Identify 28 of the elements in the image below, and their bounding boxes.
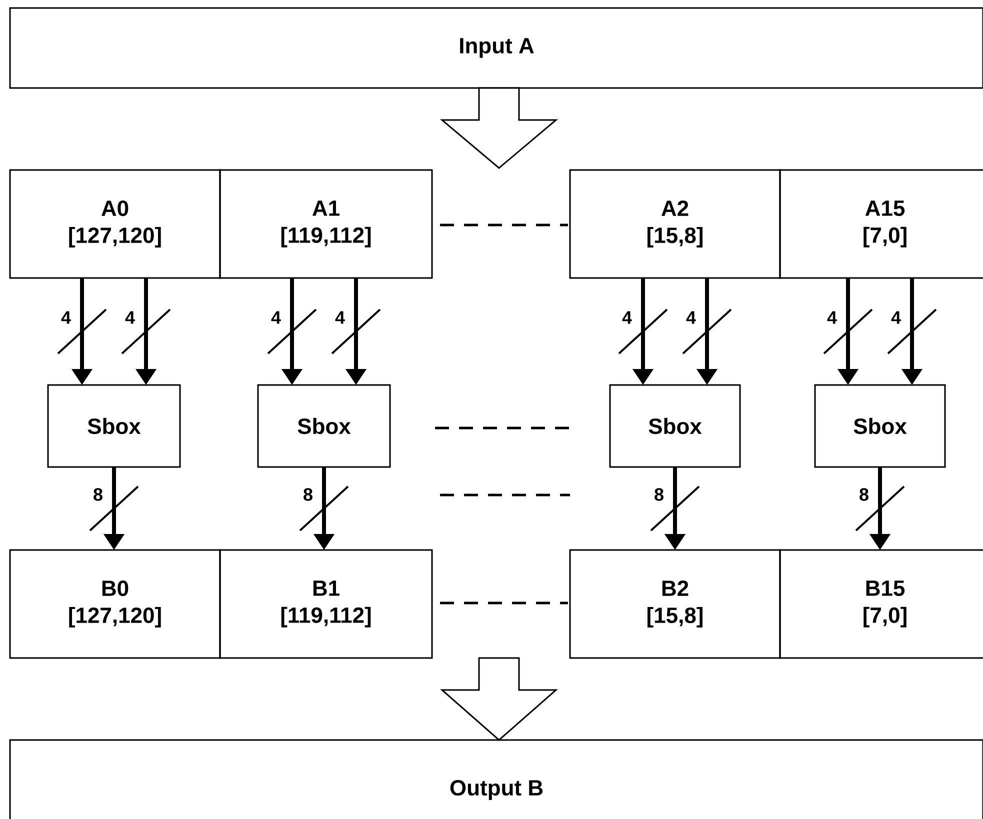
- bus-width-label: 4: [125, 311, 135, 324]
- block-arrow: [440, 87, 558, 169]
- bus-width-label: 8: [304, 488, 312, 501]
- sbox-box: Sbox: [257, 384, 391, 468]
- register-box: A2 [15,8]: [569, 169, 781, 279]
- bus-width-label: 4: [891, 311, 901, 324]
- bus-width-label: 4: [271, 311, 281, 324]
- output-box: Output B: [9, 739, 983, 819]
- bus-width-label: 8: [654, 488, 664, 501]
- register-box: A15 [7,0]: [779, 169, 983, 279]
- block-arrow: [440, 657, 558, 741]
- bus-width-label: 4: [622, 311, 632, 324]
- register-box: B2 [15,8]: [569, 549, 781, 659]
- register-box: B0 [127,120]: [9, 549, 221, 659]
- bus-width-label: 4: [827, 311, 837, 324]
- sbox-box: Sbox: [814, 384, 946, 468]
- register-box: B1 [119,112]: [219, 549, 433, 659]
- bus-width-label: 8: [860, 488, 868, 501]
- register-box: B15 [7,0]: [779, 549, 983, 659]
- bus-width-label: 4: [61, 311, 71, 324]
- register-box: A1 [119,112]: [219, 169, 433, 279]
- sbox-box: Sbox: [609, 384, 741, 468]
- bus-width-label: 4: [335, 311, 345, 324]
- bus-width-label: 4: [686, 311, 696, 324]
- sbox-box: Sbox: [47, 384, 181, 468]
- register-box: A0 [127,120]: [9, 169, 221, 279]
- bus-width-label: 8: [94, 488, 102, 501]
- input-box: Input A: [9, 7, 983, 89]
